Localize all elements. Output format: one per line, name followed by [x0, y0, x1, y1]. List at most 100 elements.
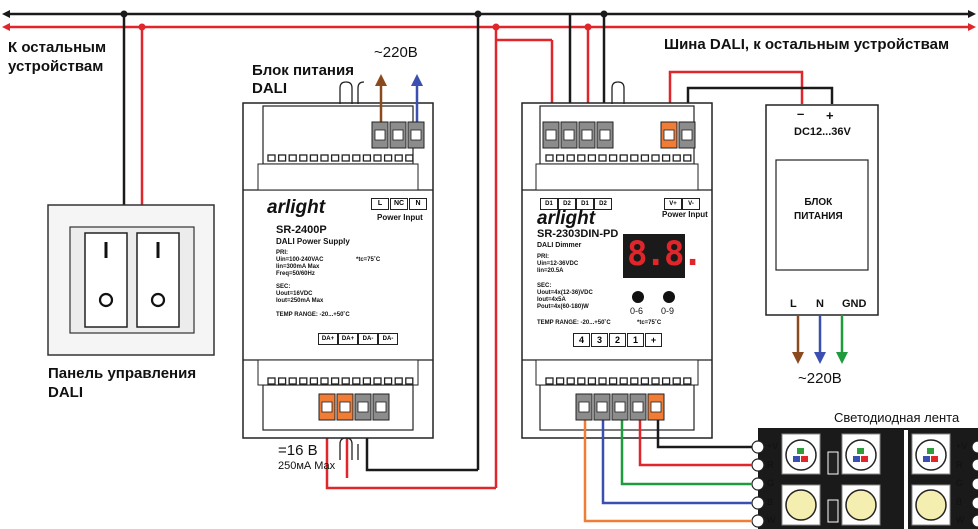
pin-label: B [767, 496, 774, 507]
screw-slot [545, 129, 557, 141]
pin-label: GND [842, 298, 867, 310]
terminal-label: 2 [609, 333, 626, 347]
ps-subtitle: DALI Power Supply [276, 237, 350, 246]
vent-slot [341, 377, 350, 385]
screw-slot [357, 401, 369, 413]
vent-slot [651, 377, 660, 385]
ps-freq: Freq=50/60Hz [276, 271, 315, 277]
dim-sec: SEC: [537, 283, 552, 289]
terminal-label: DA+ [318, 333, 338, 345]
vent-slot [309, 154, 319, 162]
pin-label: G [767, 478, 775, 488]
top-bus-wires [8, 12, 968, 29]
vent-slot [608, 154, 618, 162]
screw-slot [392, 129, 404, 141]
vent-slot [619, 154, 628, 162]
dali-control-panel [47, 204, 215, 356]
pin-label: B [956, 496, 963, 507]
screw-slot [339, 401, 351, 413]
screw-slot [681, 129, 693, 141]
vent-slot [577, 154, 586, 162]
screw-slot [596, 401, 608, 413]
vent-slot [587, 154, 597, 162]
vent-slot [267, 377, 276, 385]
din-clip [611, 81, 625, 104]
dim-pout: Pout=4x(60-180)W [537, 304, 589, 310]
dim-display: 8.8. [627, 234, 703, 274]
led-strip [758, 428, 978, 529]
vent-slot [373, 377, 382, 385]
terminal-label: V+ [664, 198, 682, 210]
terminal-blocks [318, 121, 696, 421]
vent-slot [330, 154, 340, 162]
out-250ma-label: 250мА Max [278, 460, 336, 472]
screw-slot [374, 129, 386, 141]
vent-slot [566, 154, 575, 162]
vent-slot [405, 154, 414, 162]
terminal-label: DA- [378, 333, 398, 345]
vent-slot [598, 154, 607, 162]
psu-module [765, 104, 879, 316]
dim-model: SR-2303DIN-PD [537, 228, 619, 240]
ps-model: SR-2400P [276, 224, 327, 236]
ps-brand: arlight [267, 197, 326, 218]
din-clip [339, 437, 359, 460]
vent-slot [267, 154, 276, 162]
vent-slot [545, 154, 554, 162]
dim-iout: Iout=4x5A [537, 297, 566, 303]
terminal-label: D2 [558, 198, 576, 210]
screw-slot [614, 401, 626, 413]
pin-label: R [956, 459, 963, 470]
dali-bus-label: Шина DALI, к остальным устройствам [664, 36, 950, 53]
vent-slot [362, 154, 372, 162]
vent-slot [373, 154, 382, 162]
vent-slot [309, 377, 319, 385]
terminal-label: V- [682, 198, 700, 210]
screw-slot [650, 401, 662, 413]
vent-slot [277, 154, 287, 162]
vent-slot [352, 154, 361, 162]
screw-slot [578, 401, 590, 413]
dim-pri: PRI: [537, 254, 549, 260]
ps-pri: PRI: [276, 250, 288, 256]
screw-slot [663, 129, 675, 141]
psu-dali-label: Блок питания DALI [252, 62, 354, 97]
vent-slot [608, 377, 618, 385]
psu-plus: + [826, 108, 834, 123]
screw-slot [599, 129, 611, 141]
vent-slot [330, 377, 340, 385]
screw-slot [375, 401, 387, 413]
vent-slot [277, 377, 287, 385]
pin-label: G [956, 478, 964, 488]
pin-label: +V [767, 441, 779, 451]
terminal-label: L [371, 198, 389, 210]
vent-slot [651, 154, 660, 162]
terminal-label: + [645, 333, 662, 347]
vent-slot [288, 377, 297, 385]
screw-slot [581, 129, 593, 141]
dim-knob1-label: 0-6 [630, 306, 644, 316]
voltage-220-bottom: ~220В [798, 370, 842, 387]
vent-slot [619, 377, 628, 385]
terminal-label: N [409, 198, 427, 210]
vent-slot [598, 377, 607, 385]
psu-title: БЛОК ПИТАНИЯ [794, 197, 843, 222]
terminal-label: 1 [627, 333, 644, 347]
dim-iin: Iin=20.5A [537, 268, 564, 274]
terminal-label: D1 [576, 198, 594, 210]
vent-slot [683, 154, 692, 162]
vent-slot [661, 377, 671, 385]
module-led-strips [267, 154, 692, 385]
ps-iout: Iout=250mA Max [276, 298, 324, 304]
terminal-label: 4 [573, 333, 590, 347]
ps-tc: *tc=75˚C [356, 257, 381, 263]
to-other-devices-label: К остальным устройствам [8, 39, 107, 75]
dim-temp: TEMP RANGE: -20...+50˚C [537, 320, 611, 326]
led-strip-label: Светодиодная лента [834, 410, 960, 425]
dim-uout: Uout=4x(12-36)VDC [537, 290, 593, 296]
ps-sec: SEC: [276, 284, 291, 290]
dim-subtitle: DALI Dimmer [537, 242, 582, 249]
vent-slot [683, 377, 692, 385]
out-16v-label: =16 В [278, 442, 318, 459]
psu-minus: – [797, 106, 805, 121]
